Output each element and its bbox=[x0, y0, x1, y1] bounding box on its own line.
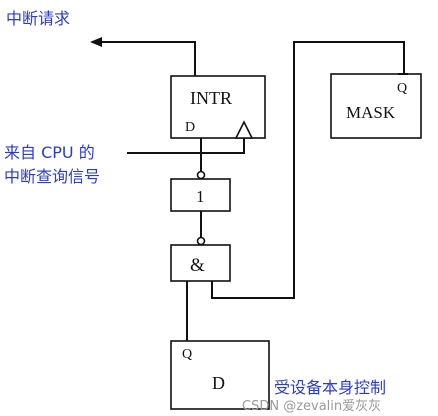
intr-d-pin: D bbox=[185, 120, 195, 135]
inverter-label: 1 bbox=[196, 187, 205, 206]
cpu-query-label-line1: 来自 CPU 的 bbox=[4, 143, 95, 162]
and-gate-label: & bbox=[190, 255, 205, 276]
device-control-label: 受设备本身控制 bbox=[274, 378, 386, 397]
device-d-flipflop-box bbox=[170, 340, 270, 410]
interrupt-request-arrow bbox=[90, 37, 196, 76]
and-gate-box bbox=[170, 244, 231, 282]
watermark-text: CSDN @zevalin爱灰灰 bbox=[242, 399, 381, 414]
and-output-bubble bbox=[196, 236, 206, 246]
inverter-box bbox=[170, 178, 231, 212]
mask-register-box bbox=[330, 73, 422, 139]
interrupt-request-label: 中断请求 bbox=[6, 9, 70, 28]
device-d-box-label: D bbox=[212, 373, 225, 393]
mask-to-and-wire bbox=[211, 41, 405, 299]
cpu-query-wire bbox=[127, 138, 245, 154]
cpu-query-label-line2: 中断查询信号 bbox=[4, 167, 100, 186]
intr-box-label: INTR bbox=[190, 88, 232, 108]
intr-register-box bbox=[170, 75, 266, 139]
inverter-output-bubble bbox=[196, 170, 206, 180]
device-q-pin: Q bbox=[182, 347, 192, 362]
mask-q-bar-pin: Q bbox=[397, 81, 407, 96]
mask-box-label: MASK bbox=[346, 103, 396, 122]
